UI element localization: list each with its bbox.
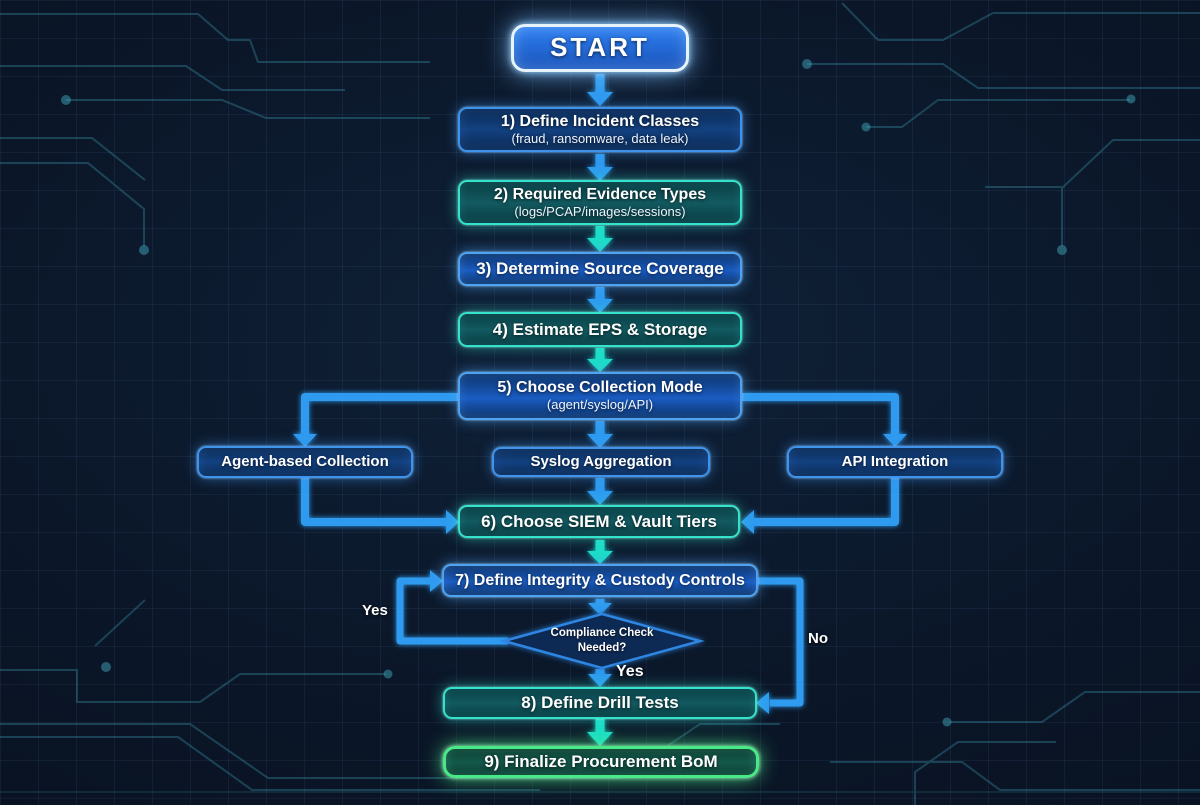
flow-node-title: Agent-based Collection <box>221 452 389 470</box>
flow-node-define-integrity-custody-controls: 7) Define Integrity & Custody Controls <box>442 564 758 597</box>
flow-node-define-drill-tests: 8) Define Drill Tests <box>443 687 757 719</box>
flow-node-title: API Integration <box>841 452 949 470</box>
blue-arrows <box>293 74 907 714</box>
decision-diamond <box>499 612 705 670</box>
flow-node-title: 8) Define Drill Tests <box>521 693 679 713</box>
flow-node-title: Syslog Aggregation <box>530 452 672 470</box>
flow-node-title: 4) Estimate EPS & Storage <box>492 319 708 339</box>
flow-node-title: 1) Define Incident Classes <box>500 112 700 130</box>
edge-label-no-branch: No <box>808 630 828 647</box>
flow-node-agent-based-collection: Agent-based Collection <box>197 446 413 478</box>
flow-node-determine-source-coverage: 3) Determine Source Coverage <box>458 252 742 286</box>
flow-node-choose-siem-vault-tiers: 6) Choose SIEM & Vault Tiers <box>458 505 740 538</box>
flow-node-subtitle: (agent/syslog/API) <box>546 397 654 413</box>
flow-node-title: 2) Required Evidence Types <box>493 185 707 203</box>
edge-label-yes-down: Yes <box>616 663 644 680</box>
flow-node-title: 3) Determine Source Coverage <box>476 259 724 279</box>
flow-node-title: 7) Define Integrity & Custody Controls <box>455 571 745 589</box>
circuit-trace-dots <box>61 59 1136 727</box>
flow-node-start: START <box>511 24 689 72</box>
flow-node-title: 5) Choose Collection Mode <box>497 379 703 397</box>
flow-node-estimate-eps-storage: 4) Estimate EPS & Storage <box>458 312 742 347</box>
flow-node-title: 9) Finalize Procurement BoM <box>484 752 718 772</box>
edge-label-yes-loop: Yes <box>362 602 388 619</box>
flow-node-choose-collection-mode: 5) Choose Collection Mode (agent/syslog/… <box>458 372 742 420</box>
flow-node-syslog-aggregation: Syslog Aggregation <box>492 447 710 477</box>
teal-arrows <box>587 226 613 746</box>
flow-node-label: START <box>550 32 650 63</box>
flow-node-title: 6) Choose SIEM & Vault Tiers <box>481 511 717 531</box>
flow-node-subtitle: (logs/PCAP/images/sessions) <box>514 203 686 219</box>
flow-node-define-incident-classes: 1) Define Incident Classes (fraud, ranso… <box>458 107 742 152</box>
flow-node-finalize-procurement-bom: 9) Finalize Procurement BoM <box>443 746 759 778</box>
decision-diamond-label: Compliance Check Needed? <box>550 627 654 654</box>
flow-node-api-integration: API Integration <box>787 446 1003 478</box>
flow-node-subtitle: (fraud, ransomware, data leak) <box>511 130 689 146</box>
flow-node-required-evidence-types: 2) Required Evidence Types (logs/PCAP/im… <box>458 180 742 225</box>
